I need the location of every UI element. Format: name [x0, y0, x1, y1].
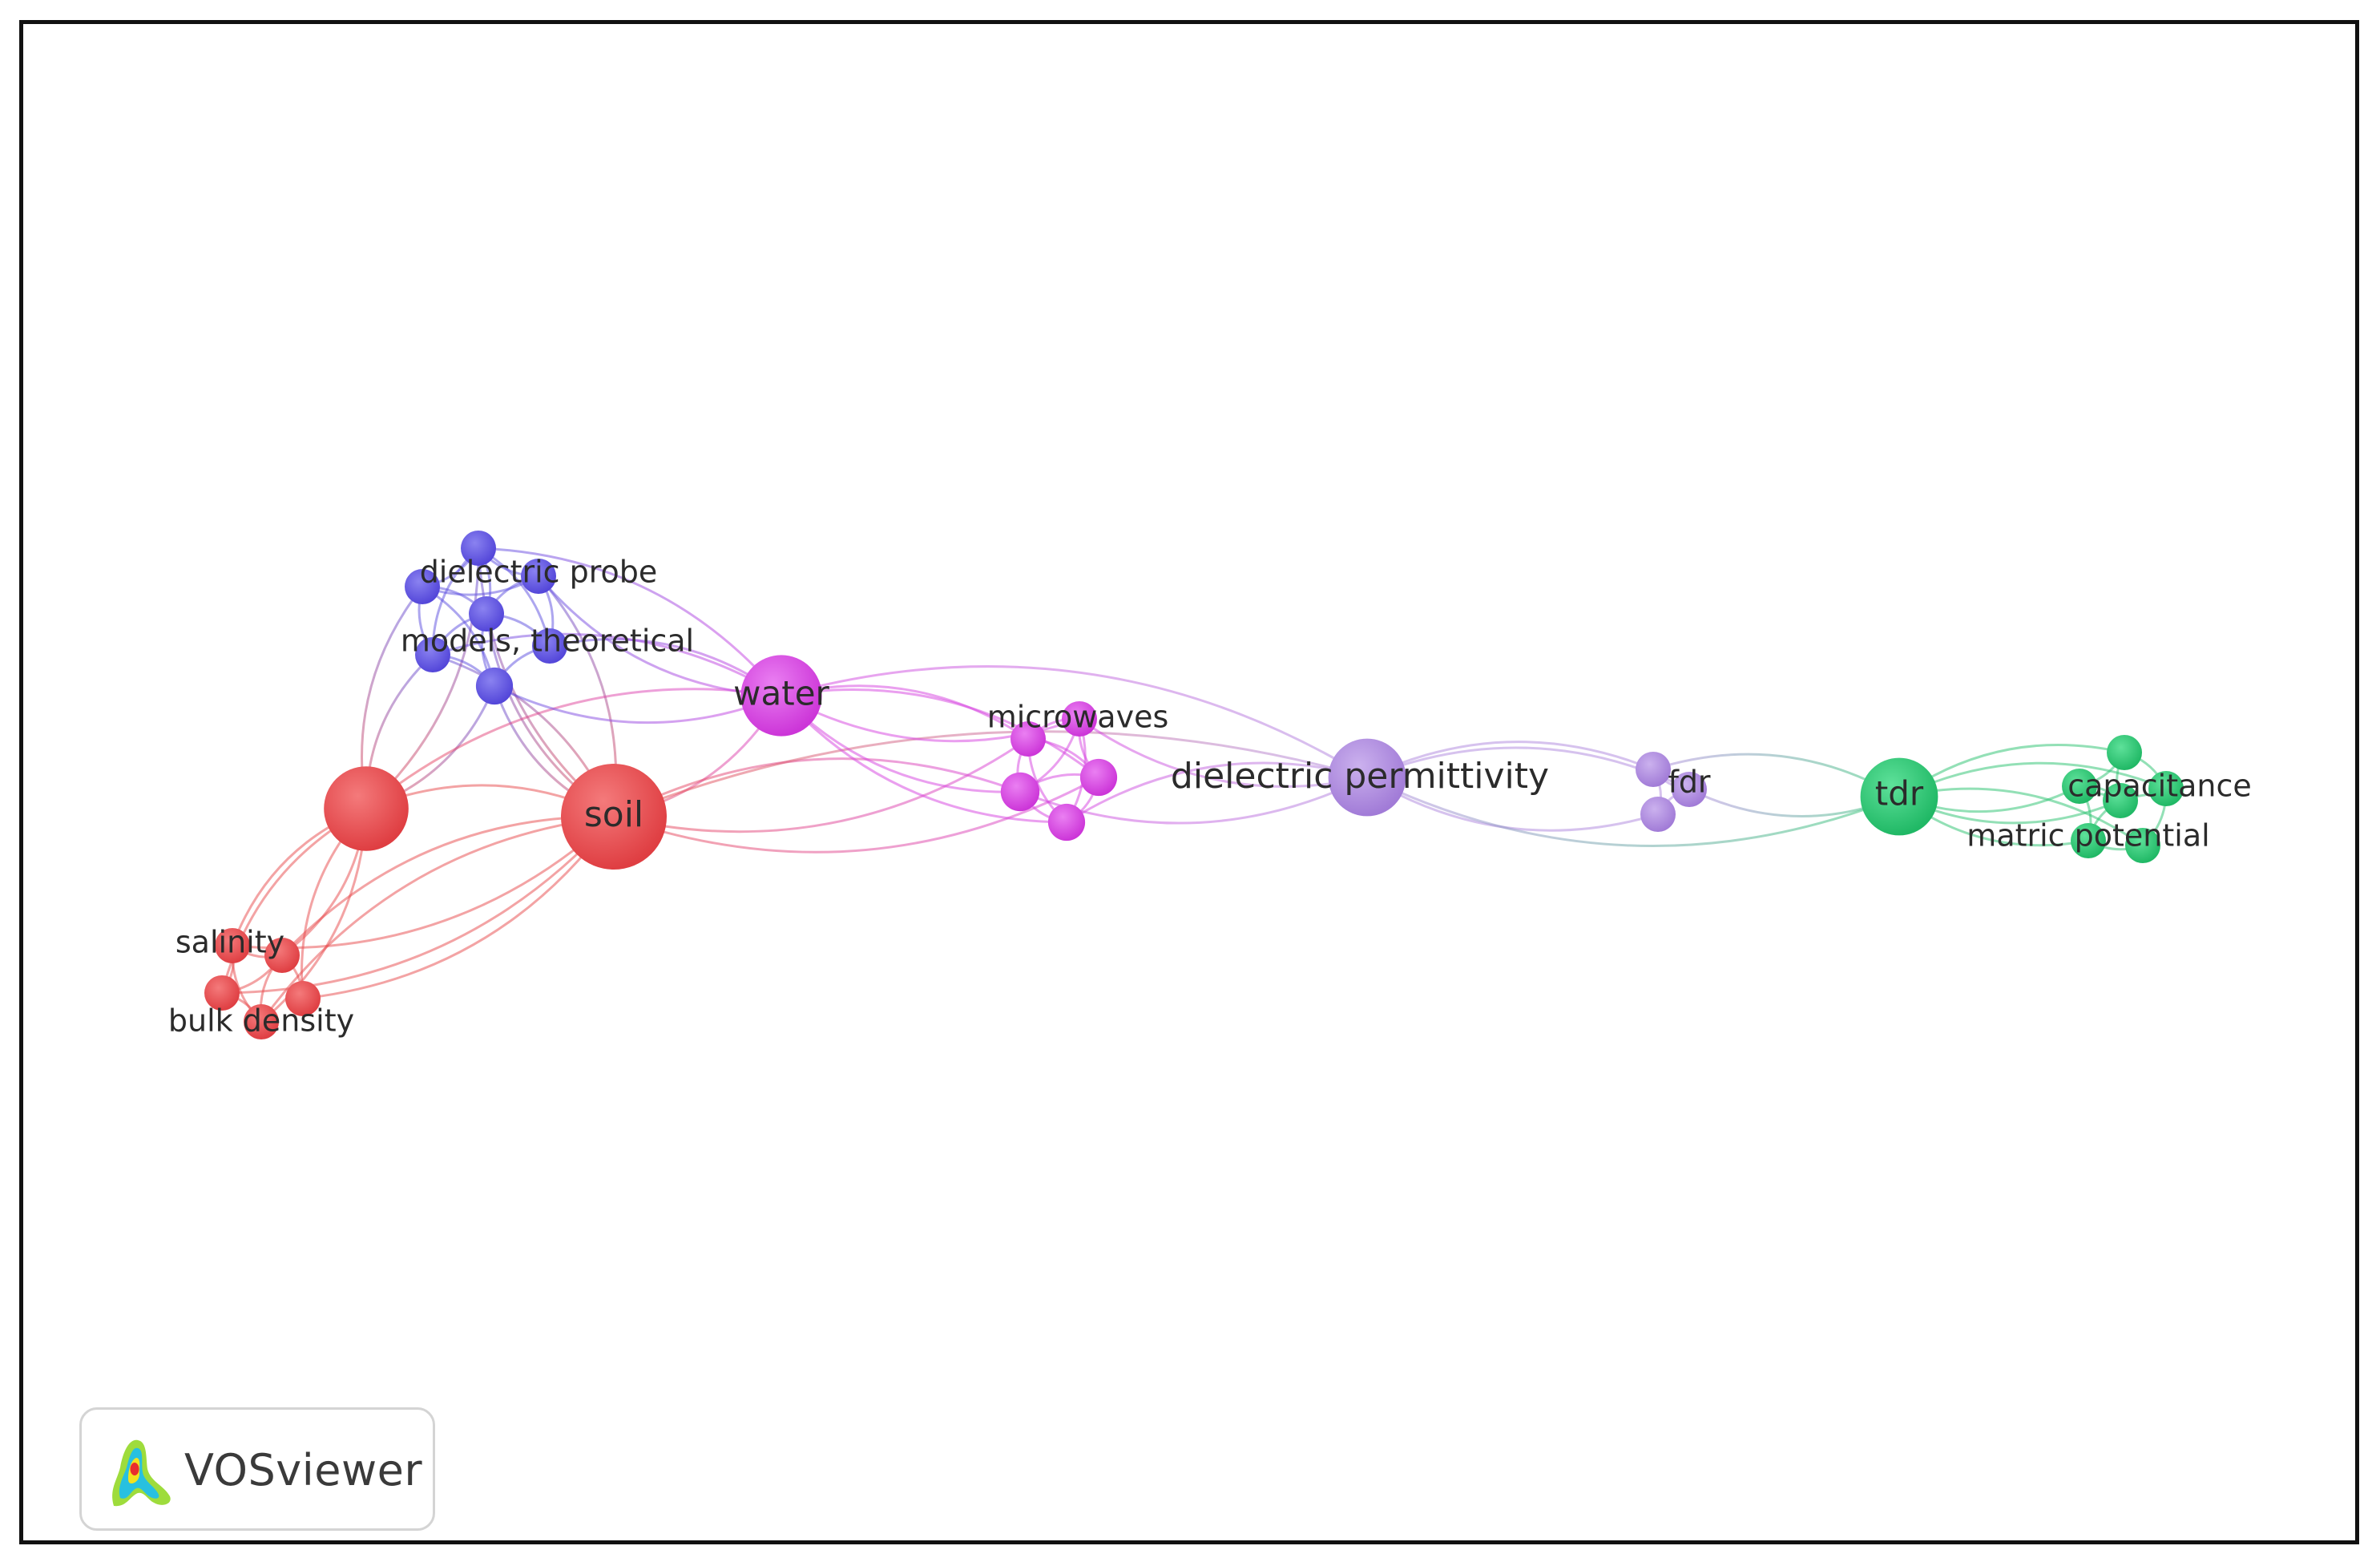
edge-soil-mag-a [613, 737, 1029, 833]
edge-dielectric-permittivity-tdr [1366, 776, 1900, 847]
node-red-c[interactable] [285, 981, 321, 1016]
label-capacitance: capacitance [2067, 769, 2252, 804]
network-map-frame: soil salinity bulk density dielectric probe… [19, 20, 2359, 1544]
label-tdr: tdr [1875, 774, 1924, 813]
node-mag-b[interactable] [1000, 772, 1040, 812]
node-blue-top[interactable] [461, 531, 496, 566]
node-green-c[interactable] [2148, 771, 2184, 806]
label-fdr: fdr [1668, 765, 1710, 800]
node-red-hub[interactable] [324, 766, 409, 851]
edge-red-hub-water [365, 688, 782, 810]
edge-water-mag-d [780, 694, 1067, 824]
edge-water-dielectric-permittivity [781, 665, 1368, 779]
edge-soil-mag-c [613, 776, 1099, 854]
node-capacitance[interactable] [2062, 769, 2097, 804]
node-green-b[interactable] [2103, 783, 2138, 818]
label-dielectric-probe: dielectric probe [420, 555, 658, 590]
label-microwaves: microwaves [987, 700, 1169, 735]
edge-soil-mag-b [613, 757, 1021, 818]
edge-blue-low-water [494, 684, 782, 724]
vosviewer-badge: VOSviewer [79, 1407, 435, 1531]
node-blue-mid[interactable] [469, 596, 504, 632]
node-dielectric-probe[interactable] [521, 559, 556, 594]
node-blue-right[interactable] [532, 628, 567, 664]
edge-water-mag-c [781, 688, 1099, 779]
node-water[interactable] [740, 655, 822, 737]
label-soil: soil [584, 794, 643, 835]
node-models-theoretical[interactable] [415, 637, 450, 672]
node-mag-a[interactable] [1010, 721, 1046, 757]
node-lav-a[interactable] [1636, 752, 1671, 787]
node-fdr[interactable] [1672, 772, 1707, 807]
node-red-b[interactable] [204, 975, 240, 1011]
node-dielectric-permittivity[interactable] [1328, 738, 1406, 817]
node-microwaves[interactable] [1062, 701, 1097, 737]
edge-soil-red-a [280, 815, 615, 957]
node-green-d[interactable] [2125, 828, 2160, 863]
label-water: water [733, 674, 829, 713]
edge-soil-dielectric-permittivity [613, 730, 1368, 818]
vosviewer-logo-text: VOSviewer [184, 1445, 423, 1495]
node-blue-left[interactable] [405, 569, 440, 604]
node-bulk-density[interactable] [244, 1004, 279, 1039]
node-matric-potential[interactable] [2071, 823, 2106, 858]
network-labels: soil salinity bulk density dielectric probe… [168, 555, 2252, 1039]
edge-mag-d-dielectric-permittivity [1066, 761, 1368, 824]
node-soil[interactable] [561, 764, 667, 870]
label-matric-potential: matric potential [1967, 818, 2209, 854]
label-dielectric-permittivity: dielectric permittivity [1171, 756, 1549, 797]
edge-dielectric-permittivity-lav-a [1366, 741, 1654, 779]
node-green-a[interactable] [2107, 735, 2142, 770]
network-nodes [204, 531, 2184, 1039]
node-salinity[interactable] [215, 928, 250, 963]
edge-blue-top-water [478, 547, 783, 696]
node-mag-d[interactable] [1047, 803, 1086, 842]
label-bulk-density: bulk density [168, 1003, 354, 1039]
label-models-theoretical: models, theoretical [401, 624, 694, 659]
edge-microwaves-dielectric-permittivity [1079, 717, 1368, 788]
node-mag-c[interactable] [1079, 758, 1118, 797]
edge-models-theoretical-water [432, 632, 782, 697]
edge-soil-bulk-density [260, 815, 615, 1023]
network-map[interactable]: soil salinity bulk density dielectric probe… [23, 24, 2355, 1540]
node-red-a[interactable] [264, 938, 300, 973]
node-lav-b[interactable] [1640, 797, 1676, 832]
node-tdr[interactable] [1860, 757, 1938, 836]
vosviewer-logo-icon [112, 1439, 171, 1507]
node-blue-low[interactable] [475, 667, 514, 705]
label-salinity: salinity [175, 925, 284, 960]
